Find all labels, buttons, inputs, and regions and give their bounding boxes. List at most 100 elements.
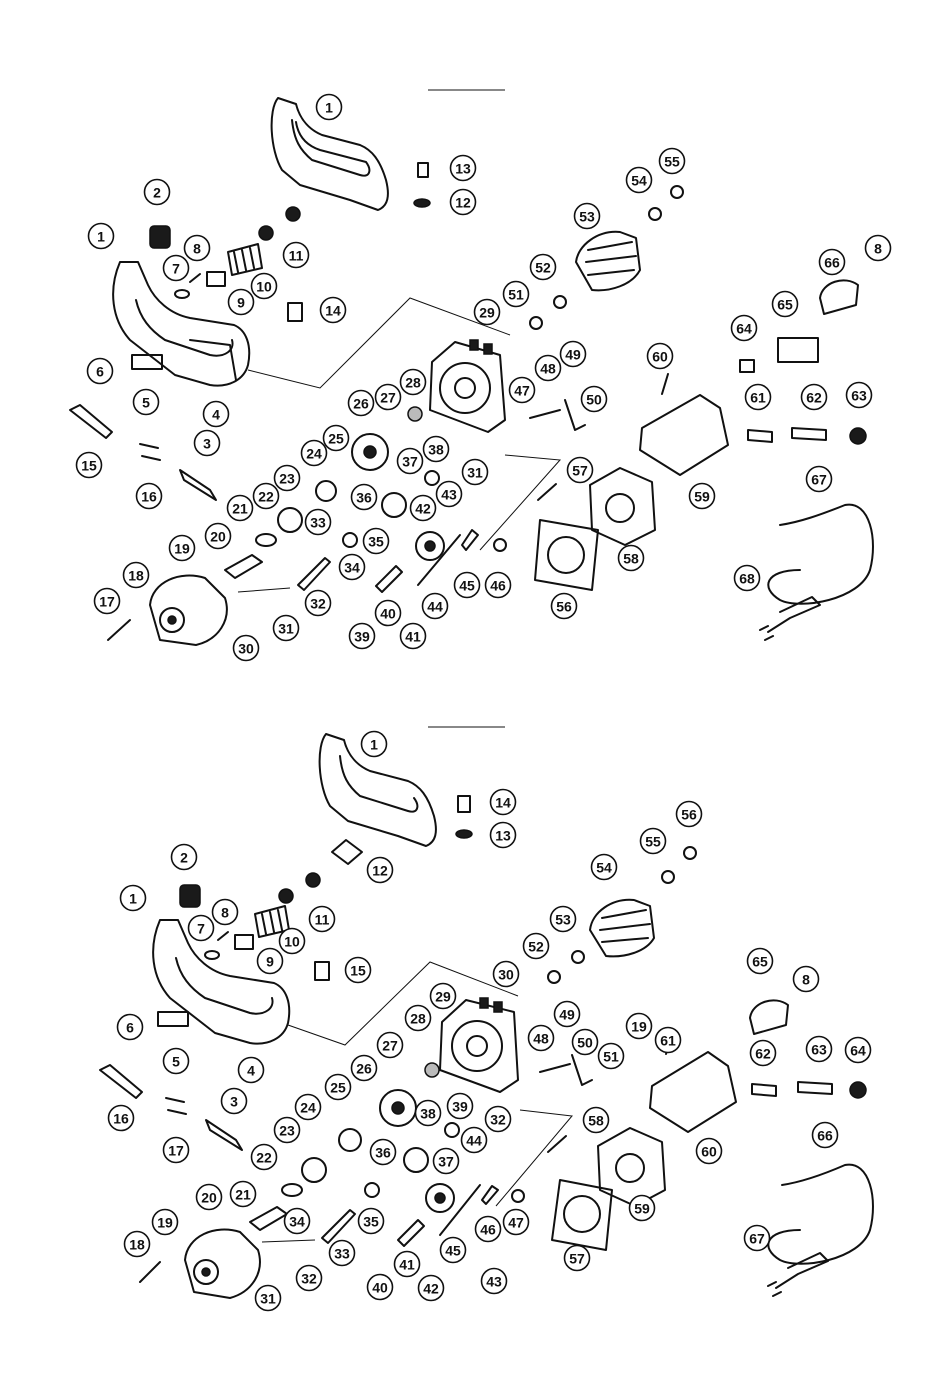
callout-number: 20: [210, 529, 226, 545]
callout-31: 31: [461, 458, 489, 486]
callout-circle: [300, 439, 328, 467]
gear-icon: [255, 406, 445, 561]
bracket-part: [314, 961, 330, 981]
callout-number: 44: [427, 599, 443, 615]
callout-63: 63: [845, 381, 873, 409]
switch-icon: [179, 884, 201, 908]
callout-number: 31: [260, 1291, 276, 1307]
callout-circle: [376, 1031, 404, 1059]
callout-27: 27: [374, 383, 402, 411]
callout-number: 36: [356, 490, 372, 506]
clip-part: [139, 443, 161, 461]
callout-13: 13: [489, 821, 517, 849]
callout-number: 52: [528, 939, 544, 955]
callout-circle: [746, 947, 774, 975]
callout-number: 10: [256, 279, 272, 295]
callout-number: 41: [399, 1257, 415, 1273]
callout-number: 30: [238, 641, 254, 657]
callout-circle: [399, 622, 427, 650]
callout-number: 20: [201, 1190, 217, 1206]
callout-circle: [254, 1284, 282, 1312]
callout-circle: [272, 614, 300, 642]
callout-circle: [460, 1126, 488, 1154]
callout-circle: [654, 1026, 682, 1054]
callout-circle: [107, 1104, 135, 1132]
callout-circle: [273, 1116, 301, 1144]
callout-3: 3: [193, 429, 221, 457]
callout-number: 1: [97, 229, 105, 245]
callout-41: 41: [393, 1250, 421, 1278]
callout-circle: [733, 564, 761, 592]
callout-circle: [502, 280, 530, 308]
callout-circle: [278, 927, 306, 955]
cable-plug-icon: [767, 1163, 874, 1297]
callout-number: 13: [455, 161, 471, 177]
callout-circle: [864, 234, 892, 262]
callout-number: 15: [81, 458, 97, 474]
callout-number: 48: [533, 1031, 549, 1047]
callout-circle: [617, 544, 645, 572]
callout-number: 43: [441, 487, 457, 503]
callout-number: 57: [572, 463, 588, 479]
callout-number: 16: [141, 489, 157, 505]
callout-number: 8: [193, 241, 201, 257]
callout-circle: [550, 592, 578, 620]
callout-circle: [527, 1024, 555, 1052]
cable-bushing: [797, 1081, 833, 1095]
callout-number: 2: [153, 185, 161, 201]
screw-part: [217, 931, 229, 941]
callout-8: 8: [183, 234, 211, 262]
callout-circle: [369, 1138, 397, 1166]
clip-part: [165, 1097, 187, 1115]
callout-number: 49: [559, 1007, 575, 1023]
callout-circle: [805, 465, 833, 493]
armature-icon: [547, 846, 697, 984]
callout-circle: [350, 483, 378, 511]
callout-16: 16: [135, 482, 163, 510]
callout-number: 37: [402, 454, 418, 470]
callout-circle: [187, 914, 215, 942]
shaft-part: [397, 1219, 425, 1247]
callout-56: 56: [675, 800, 703, 828]
callout-58: 58: [617, 544, 645, 572]
callout-number: 32: [301, 1271, 317, 1287]
callout-circle: [87, 222, 115, 250]
callout-circle: [116, 1013, 144, 1041]
callout-28: 28: [404, 1004, 432, 1032]
callout-36: 36: [350, 483, 378, 511]
callout-number: 38: [428, 442, 444, 458]
callout-48: 48: [527, 1024, 555, 1052]
cable-bushing: [791, 427, 827, 441]
callout-circle: [628, 1194, 656, 1222]
callout-number: 12: [372, 863, 388, 879]
callout-number: 51: [508, 287, 524, 303]
handle-icon: [112, 261, 251, 387]
callout-54: 54: [625, 166, 653, 194]
callout-circle: [347, 389, 375, 417]
callout-number: 43: [486, 1274, 502, 1290]
callout-number: 14: [325, 303, 341, 319]
callout-number: 44: [466, 1133, 482, 1149]
callout-circle: [170, 843, 198, 871]
callout-number: 59: [634, 1201, 650, 1217]
callout-number: 10: [284, 934, 300, 950]
callout-1: 1: [360, 730, 388, 758]
callout-number: 23: [279, 1123, 295, 1139]
callout-circle: [688, 482, 716, 510]
callout-21: 21: [226, 494, 254, 522]
callout-number: 55: [645, 834, 661, 850]
callout-49: 49: [553, 1000, 581, 1028]
callout-circle: [553, 1000, 581, 1028]
callout-68: 68: [733, 564, 761, 592]
callout-number: 28: [405, 375, 421, 391]
callout-number: 49: [565, 347, 581, 363]
clip-part: [179, 469, 217, 501]
callout-53: 53: [573, 202, 601, 230]
callout-number: 32: [310, 596, 326, 612]
callout-circle: [256, 947, 284, 975]
callout-circle: [625, 166, 653, 194]
callout-circle: [204, 522, 232, 550]
callout-40: 40: [374, 599, 402, 627]
callout-10: 10: [278, 927, 306, 955]
callout-60: 60: [646, 342, 674, 370]
